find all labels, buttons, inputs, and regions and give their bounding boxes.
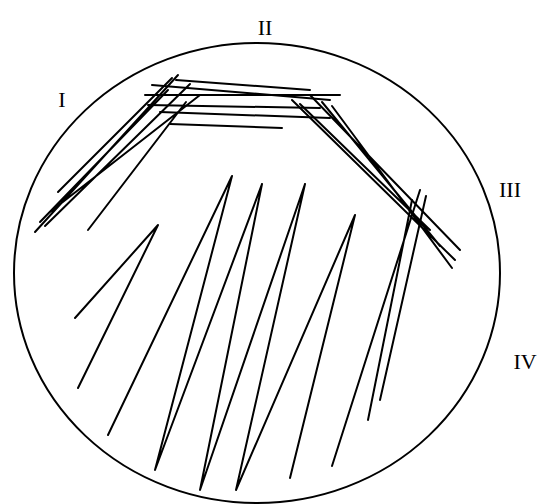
region-label: I xyxy=(58,89,65,111)
petri-dish xyxy=(14,43,500,503)
streak-lines xyxy=(35,75,460,490)
region-label: IV xyxy=(513,351,536,373)
region-label: II xyxy=(258,17,273,39)
region-label: III xyxy=(499,179,521,201)
